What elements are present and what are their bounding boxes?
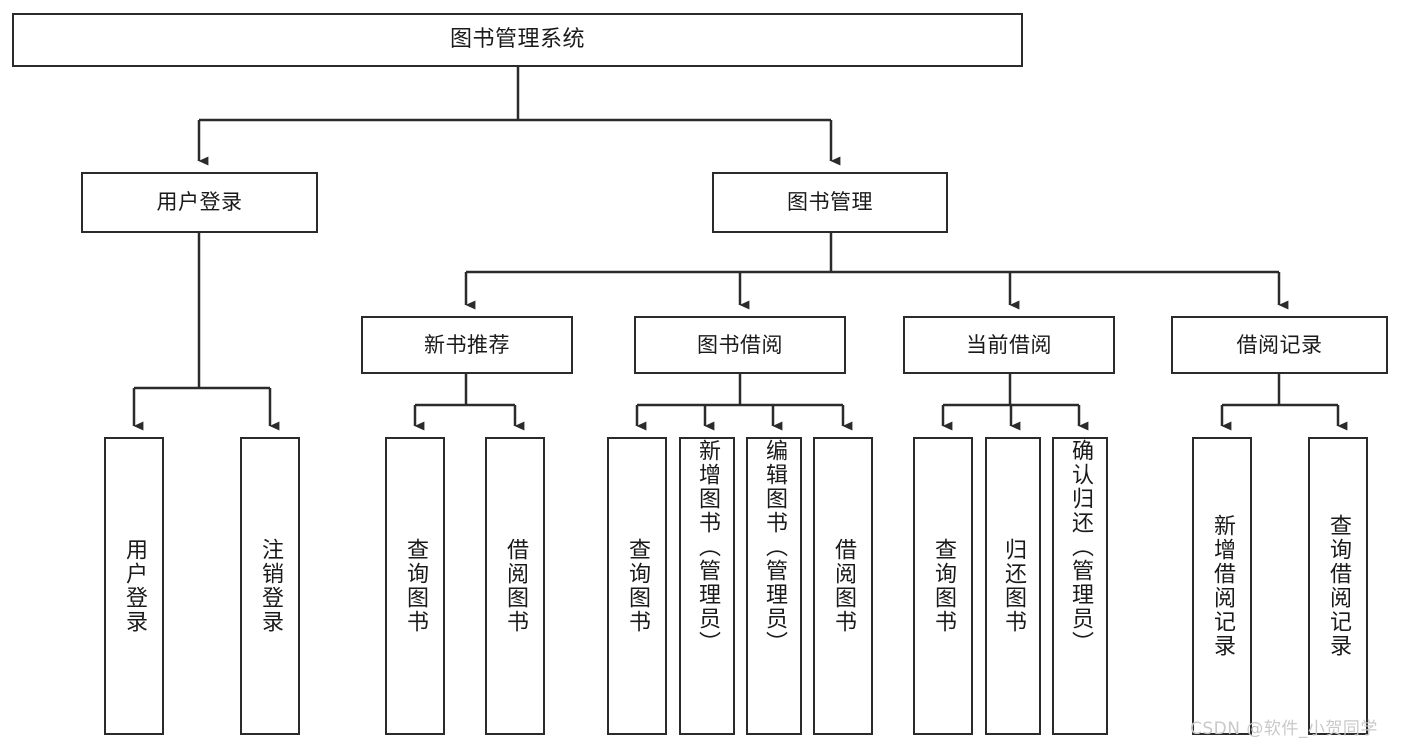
csdn-watermark: CSDN @软件_小贺同学	[1190, 719, 1378, 739]
leaf-book-borrow-query[interactable]: 查询图书	[607, 437, 667, 735]
node-label: 图书借阅	[697, 332, 783, 357]
node-label: 新增图书（管理员）	[695, 439, 720, 655]
leaf-book-borrow-edit[interactable]: 编辑图书（管理员）	[746, 437, 802, 735]
node-new-book-recommend[interactable]: 新书推荐	[361, 316, 573, 374]
node-label: 用户登录	[122, 538, 147, 634]
node-label: 编辑图书（管理员）	[762, 439, 787, 655]
leaf-current-borrow-confirm[interactable]: 确认归还（管理员）	[1052, 437, 1108, 735]
leaf-new-book-query[interactable]: 查询图书	[385, 437, 445, 735]
node-label: 图书管理系统	[449, 27, 585, 53]
node-book-borrow[interactable]: 图书借阅	[634, 316, 846, 374]
node-label: 当前借阅	[966, 332, 1052, 357]
leaf-current-borrow-query[interactable]: 查询图书	[913, 437, 973, 735]
node-label: 归还图书	[1001, 538, 1026, 634]
node-borrow-record[interactable]: 借阅记录	[1171, 316, 1388, 374]
leaf-borrow-record-query[interactable]: 查询借阅记录	[1308, 437, 1368, 735]
node-label: 新书推荐	[424, 332, 510, 357]
node-label: 借阅图书	[503, 538, 528, 634]
leaf-new-book-borrow[interactable]: 借阅图书	[485, 437, 545, 735]
node-label: 查询借阅记录	[1326, 514, 1351, 658]
leaf-user-login-signin[interactable]: 用户登录	[104, 437, 164, 735]
leaf-current-borrow-return[interactable]: 归还图书	[985, 437, 1041, 735]
node-root-system[interactable]: 图书管理系统	[12, 13, 1023, 67]
node-label: 查询图书	[625, 538, 650, 634]
node-label: 借阅记录	[1236, 332, 1323, 357]
node-label: 查询图书	[931, 538, 956, 634]
node-label: 图书管理	[787, 190, 873, 215]
node-label: 查询图书	[403, 538, 428, 634]
node-book-management[interactable]: 图书管理	[712, 172, 948, 233]
node-label: 注销登录	[258, 538, 283, 634]
node-label: 借阅图书	[831, 538, 856, 634]
node-user-login[interactable]: 用户登录	[81, 172, 318, 233]
leaf-user-login-signout[interactable]: 注销登录	[240, 437, 300, 735]
leaf-borrow-record-add[interactable]: 新增借阅记录	[1192, 437, 1252, 735]
leaf-book-borrow-add[interactable]: 新增图书（管理员）	[679, 437, 735, 735]
node-label: 新增借阅记录	[1210, 514, 1235, 658]
node-current-borrow[interactable]: 当前借阅	[903, 316, 1115, 374]
leaf-book-borrow-lend[interactable]: 借阅图书	[813, 437, 873, 735]
node-label: 确认归还（管理员）	[1068, 439, 1093, 655]
node-label: 用户登录	[156, 190, 243, 215]
